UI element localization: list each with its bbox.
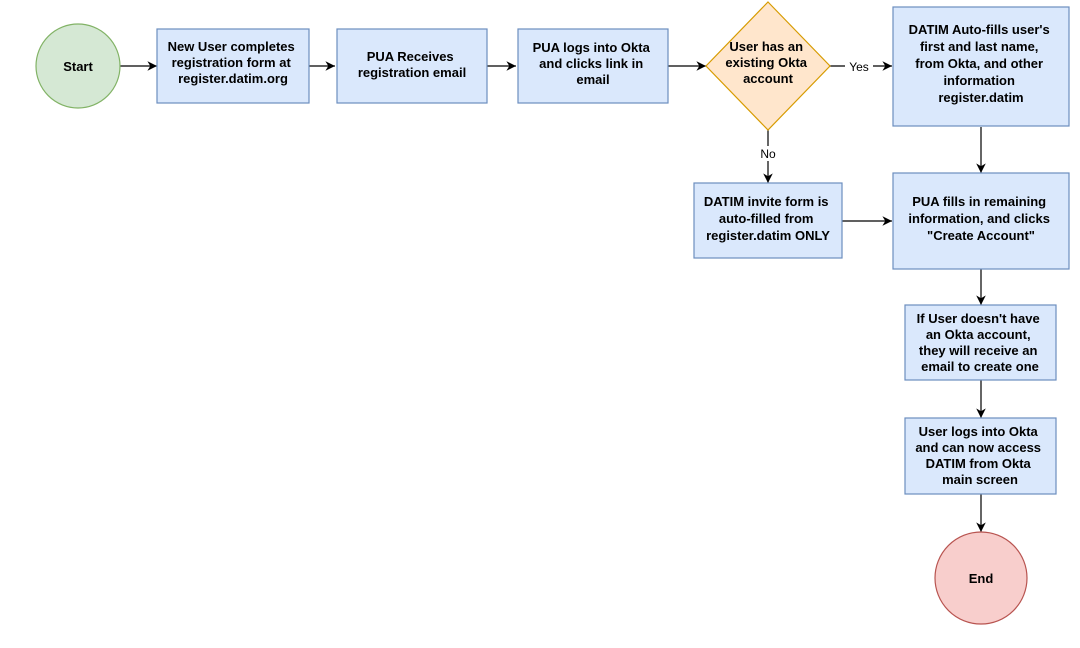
pua-logs-line-3: email bbox=[576, 72, 609, 87]
new-user-node: New User completes registration form at … bbox=[156, 28, 310, 104]
autofill-node: DATIM Auto-fills user's first and last n… bbox=[892, 6, 1070, 127]
pua-receives-line-2: registration email bbox=[358, 65, 466, 80]
pua-logs-line-1: PUA logs into Okta bbox=[533, 40, 651, 55]
pua-receives-node: PUA Receives registration email bbox=[336, 28, 488, 104]
no-okta-node: If User doesn't have an Okta account, th… bbox=[904, 304, 1057, 381]
no-label-background bbox=[756, 146, 780, 161]
no-okta-line-4: email to create one bbox=[921, 359, 1039, 374]
no-label: No bbox=[760, 147, 776, 161]
pua-fills-line-1: PUA fills in remaining bbox=[912, 194, 1046, 209]
autofill-line-5: register.datim bbox=[938, 90, 1023, 105]
decision-line-3: account bbox=[743, 71, 794, 86]
pua-receives-node-shape bbox=[336, 28, 488, 104]
autofill-line-2: first and last name, bbox=[920, 39, 1038, 54]
user-logs-node-shape bbox=[904, 417, 1057, 495]
yes-label: Yes bbox=[849, 60, 869, 74]
pua-fills-node-label: PUA fills in remaining information, and … bbox=[908, 194, 1053, 243]
new-user-line-1: New User completes bbox=[168, 39, 295, 54]
no-okta-line-3: they will receive an bbox=[919, 343, 1038, 358]
end-node-label: End bbox=[969, 571, 994, 586]
decision-node-label: User has an existing Okta account bbox=[725, 39, 810, 86]
decision-node: User has an existing Okta account bbox=[705, 1, 831, 131]
start-node-label: Start bbox=[63, 59, 93, 74]
pua-logs-node: PUA logs into Okta and clicks link in em… bbox=[517, 28, 669, 104]
no-okta-node-shape bbox=[904, 304, 1057, 381]
invite-form-node-label: DATIM invite form is auto-filled from re… bbox=[704, 194, 832, 243]
pua-receives-node-label: PUA Receives registration email bbox=[358, 49, 466, 80]
pua-fills-node: PUA fills in remaining information, and … bbox=[892, 172, 1070, 270]
pua-logs-line-2: and clicks link in bbox=[539, 56, 643, 71]
autofill-line-3: from Okta, and other bbox=[915, 56, 1043, 71]
pua-fills-line-2: information, and clicks bbox=[908, 211, 1050, 226]
new-user-line-3: register.datim.org bbox=[178, 71, 288, 86]
no-okta-line-1: If User doesn't have bbox=[917, 311, 1040, 326]
pua-fills-node-shape bbox=[892, 172, 1070, 270]
user-logs-line-1: User logs into Okta bbox=[919, 424, 1039, 439]
new-user-node-label: New User completes registration form at … bbox=[168, 39, 299, 86]
pua-logs-node-shape bbox=[517, 28, 669, 104]
invite-form-line-3: register.datim ONLY bbox=[706, 228, 830, 243]
yes-label-background bbox=[845, 59, 873, 74]
user-logs-line-4: main screen bbox=[942, 472, 1018, 487]
no-okta-line-2: an Okta account, bbox=[926, 327, 1031, 342]
no-okta-node-label: If User doesn't have an Okta account, th… bbox=[917, 311, 1044, 374]
invite-form-node-shape bbox=[693, 182, 843, 259]
end-node: End bbox=[934, 531, 1028, 625]
pua-receives-line-1: PUA Receives bbox=[367, 49, 454, 64]
decision-node-shape bbox=[705, 1, 831, 131]
pua-logs-node-label: PUA logs into Okta and clicks link in em… bbox=[533, 40, 654, 87]
start-node: Start bbox=[35, 23, 121, 109]
autofill-node-label: DATIM Auto-fills user's first and last n… bbox=[909, 22, 1054, 105]
end-node-shape bbox=[934, 531, 1028, 625]
invite-form-line-1: DATIM invite form is bbox=[704, 194, 829, 209]
pua-fills-line-3: "Create Account" bbox=[927, 228, 1035, 243]
user-logs-line-2: and can now access bbox=[915, 440, 1041, 455]
new-user-line-2: registration form at bbox=[172, 55, 292, 70]
autofill-node-shape bbox=[892, 6, 1070, 127]
decision-line-1: User has an bbox=[729, 39, 803, 54]
start-node-shape bbox=[35, 23, 121, 109]
autofill-line-1: DATIM Auto-fills user's bbox=[909, 22, 1050, 37]
autofill-line-4: information bbox=[943, 73, 1015, 88]
invite-form-node: DATIM invite form is auto-filled from re… bbox=[693, 182, 843, 259]
user-logs-node: User logs into Okta and can now access D… bbox=[904, 417, 1057, 495]
user-logs-node-label: User logs into Okta and can now access D… bbox=[915, 424, 1044, 487]
invite-form-line-2: auto-filled from bbox=[719, 211, 814, 226]
decision-line-2: existing Okta bbox=[725, 55, 807, 70]
new-user-node-shape bbox=[156, 28, 310, 104]
user-logs-line-3: DATIM from Okta bbox=[926, 456, 1032, 471]
